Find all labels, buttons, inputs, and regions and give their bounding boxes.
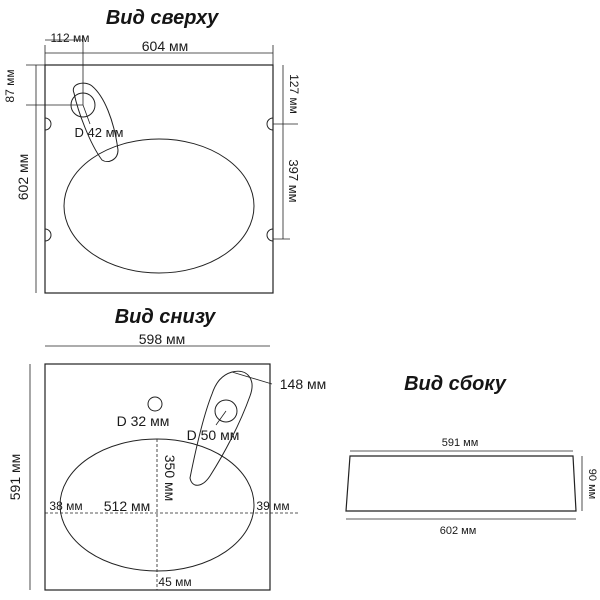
bottom-view-right-margin-label: 39 мм [256, 499, 289, 513]
bottom-view-small-hole-label: D 32 мм [117, 413, 170, 429]
top-view-side-left-label: 87 мм [3, 69, 17, 102]
bottom-view-faucet-deck [189, 370, 253, 486]
bottom-view-bottom-margin-label: 45 мм [158, 575, 191, 589]
top-view-hole-label: D 42 мм [75, 125, 124, 140]
top-view-hole-leader [82, 104, 91, 125]
top-view-height-label: 602 мм [15, 154, 31, 201]
bottom-view-faucet-hole [214, 399, 238, 423]
top-view [26, 35, 298, 294]
side-view-bottom-label: 602 мм [440, 525, 477, 537]
bottom-view-top-right-leader [231, 371, 273, 385]
top-view-slot-right-bottom [266, 228, 274, 242]
side-view-top-label: 591 мм [442, 437, 479, 449]
top-view-outline [44, 64, 274, 294]
bottom-view-overflow-hole [147, 396, 163, 412]
top-view-right-label: 397 мм [286, 159, 301, 202]
side-view-outline [345, 455, 577, 512]
bottom-view-bowl-depth-label: 350 мм [162, 455, 178, 502]
bottom-view-outline [44, 363, 271, 591]
top-view-bowl [63, 138, 255, 274]
side-view-height-label: 90 мм [586, 469, 598, 499]
top-view-width-label: 604 мм [142, 38, 189, 54]
bottom-view-height-label: 591 мм [7, 454, 23, 501]
top-view-faucet-deck [72, 82, 119, 163]
side-view [345, 450, 583, 520]
bottom-view-width-label: 598 мм [139, 331, 186, 347]
top-view-slot-left-top [44, 117, 52, 131]
side-view-title: Вид сбоку [404, 373, 507, 395]
bottom-view-top-right-label: 148 мм [280, 376, 327, 392]
top-view-slot-right-top [266, 117, 274, 131]
top-view-inset-label: 112 мм [51, 31, 90, 45]
bottom-view-bowl-width-label: 512 мм [104, 498, 151, 514]
top-view-title: Вид сверху [106, 7, 219, 29]
bottom-view [29, 345, 298, 591]
top-view-slot-left-bottom [44, 228, 52, 242]
bottom-view-hole-leader [215, 410, 227, 426]
bottom-view-title: Вид снизу [115, 306, 216, 328]
top-view-right-top-label: 127 мм [287, 74, 301, 114]
bottom-view-left-margin-label: 38 мм [49, 499, 82, 513]
bottom-view-large-hole-label: D 50 мм [187, 427, 240, 443]
